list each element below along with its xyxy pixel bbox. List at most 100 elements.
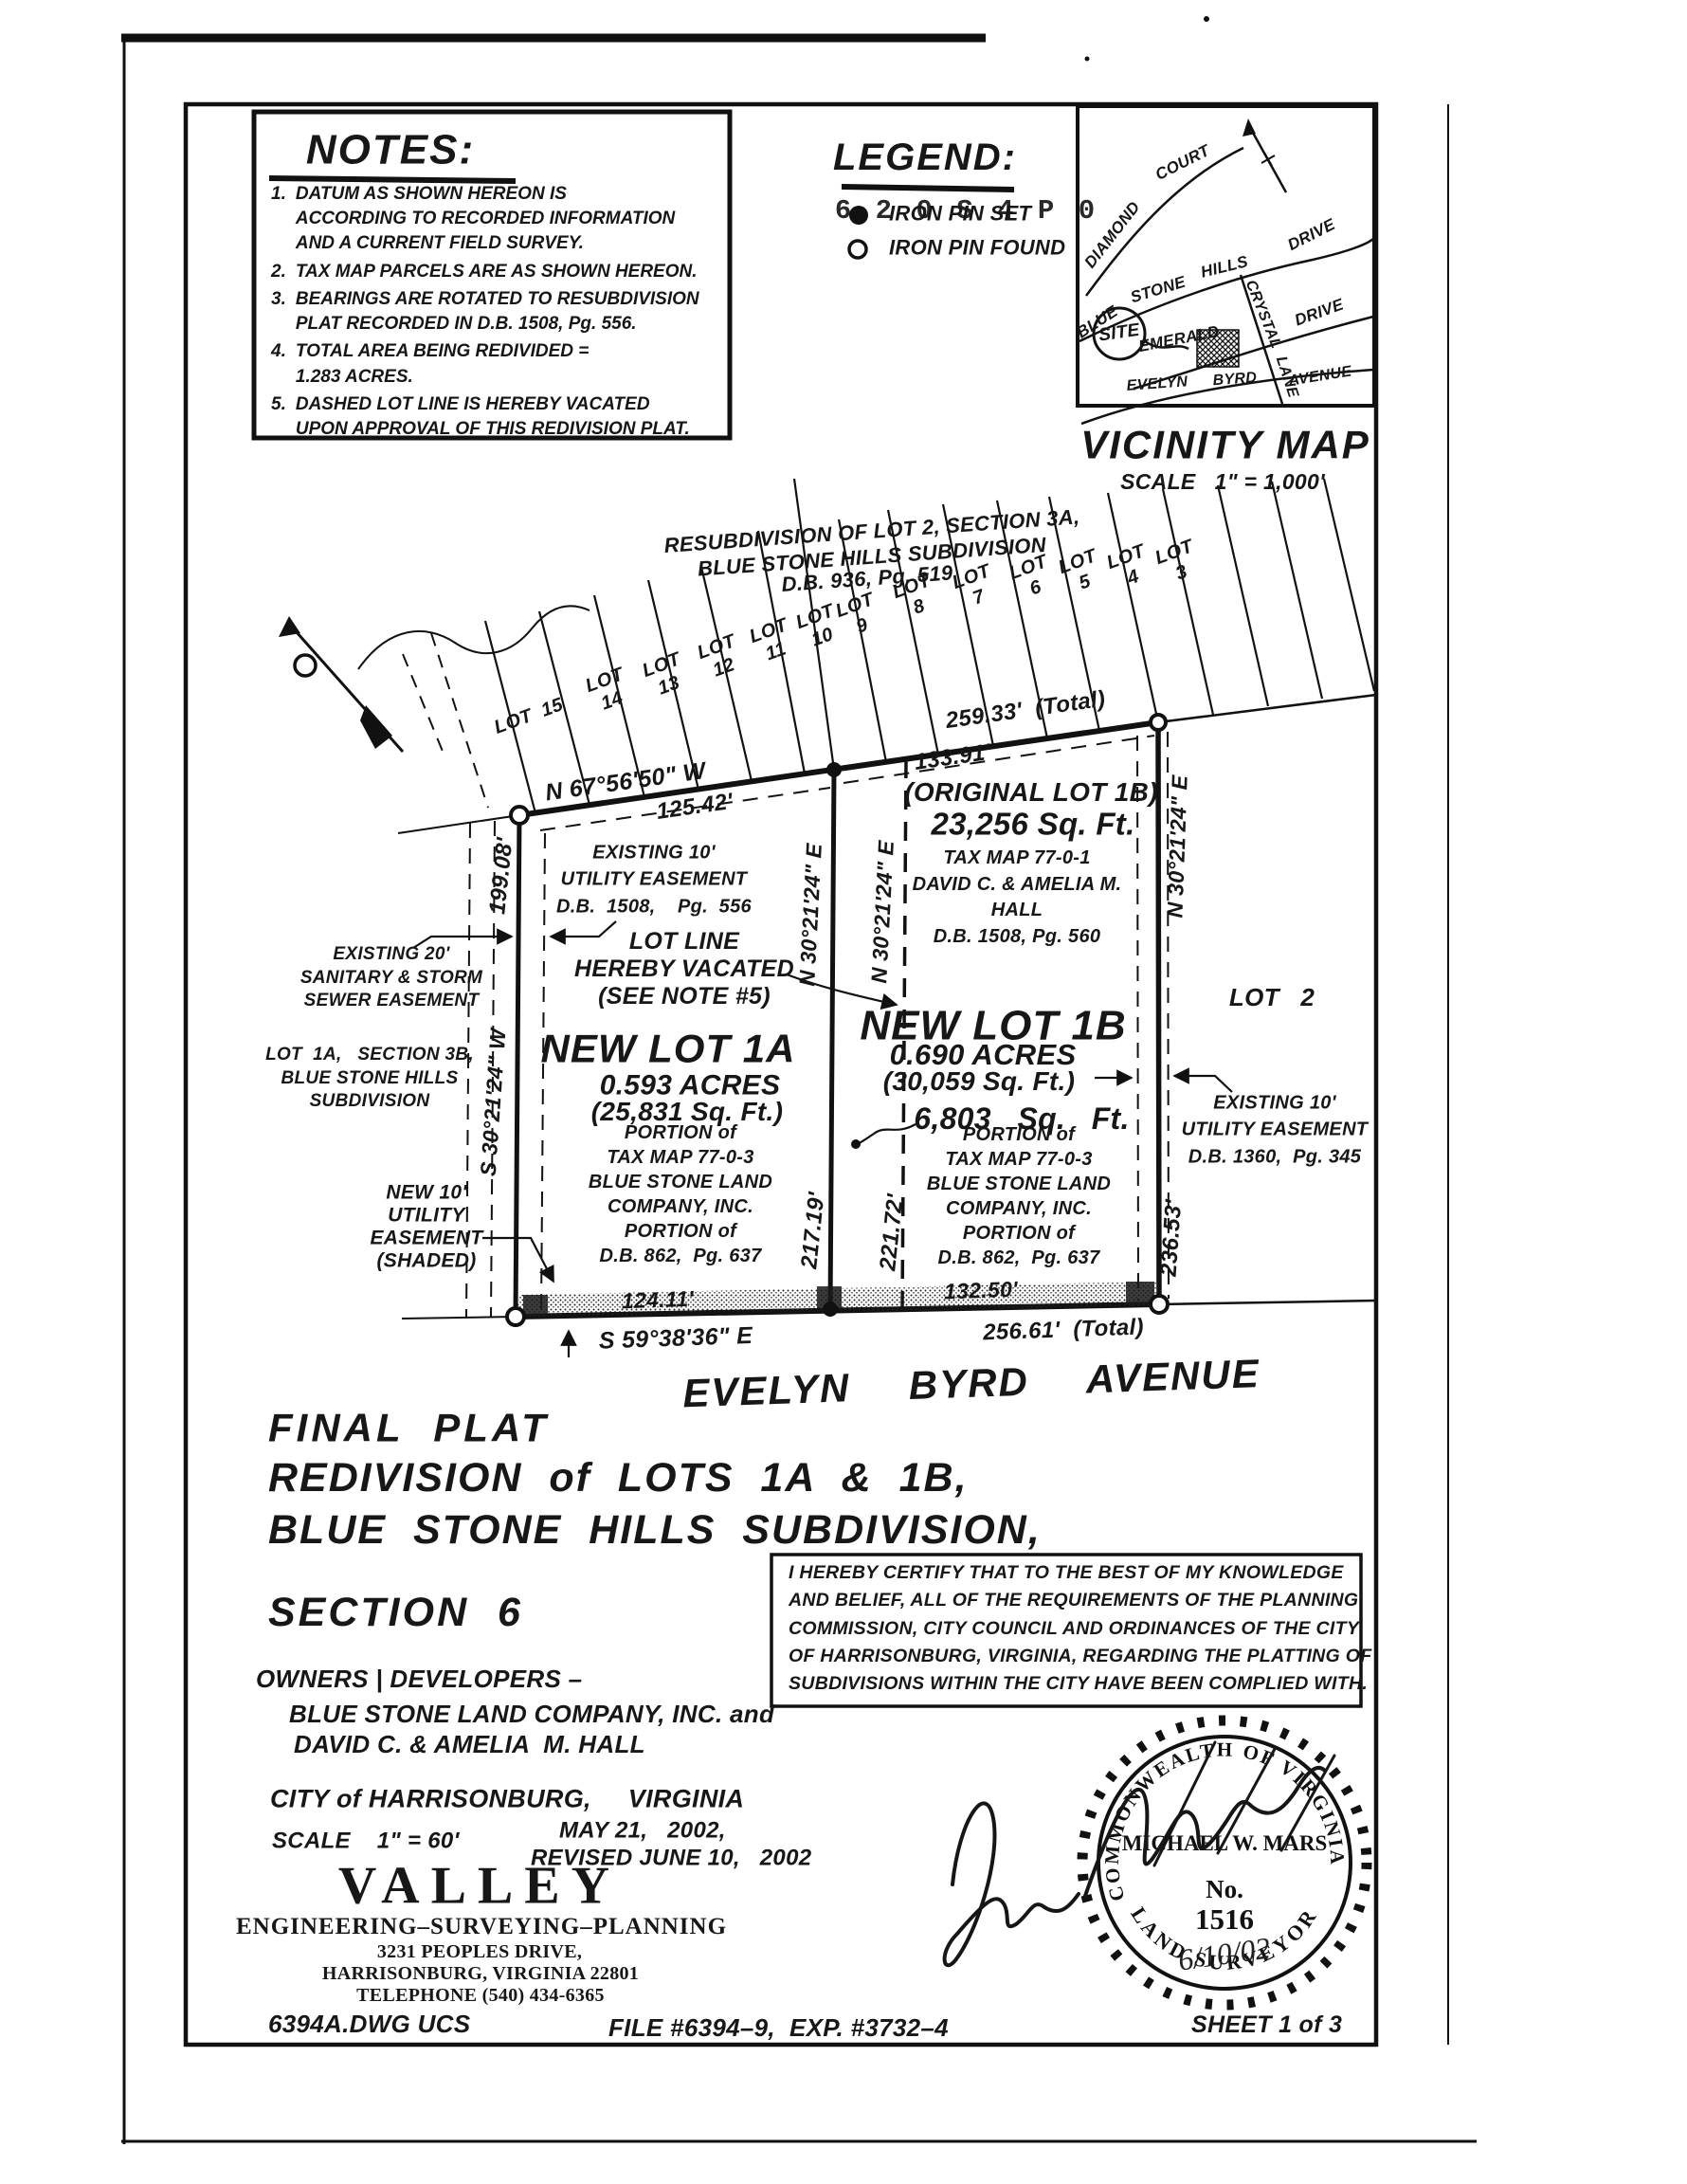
vicinity-map (1076, 104, 1376, 426)
road-label-drive-top: DRIVE (1284, 214, 1338, 255)
upper-lot-label: LOT 14 (582, 664, 626, 715)
owners-city: CITY of HARRISONBURG, VIRGINIA (270, 1784, 745, 1813)
lot1b-acres: 0.690 ACRES (889, 1037, 1077, 1071)
seal-scalloped-ring (1077, 1715, 1372, 2011)
vicinity-scale: SCALE 1" = 1,000' (1120, 469, 1325, 495)
firm-name: VALLEY (337, 1856, 622, 1916)
iron-pin-set-marker (826, 762, 842, 777)
upper-lot-label: LOT 5 (1055, 545, 1099, 594)
road-label-crystal: CRYSTAL (1242, 278, 1284, 352)
lot1b-transfer-sqft: 6,803 Sq. Ft. (914, 1101, 1130, 1137)
vacated-lot-line-note: LOT LINE HEREBY VACATED (SEE NOTE #5) (573, 927, 795, 1010)
certification-box (770, 1553, 1363, 1708)
footer-drawing-file: 6394A.DWG UCS (268, 2010, 471, 2039)
iron-pin-markers (505, 713, 1170, 1327)
new-lot-line (827, 769, 837, 1310)
notes-title-underline (268, 175, 517, 184)
footer-file-number: FILE #6394–9, EXP. #3732–4 (608, 2013, 949, 2043)
road-label-drive-lower: DRIVE (1292, 295, 1347, 330)
site-label: SITE (1097, 319, 1141, 346)
plat-date: MAY 21, 2002, (559, 1817, 726, 1844)
note-item: 5.DASHED LOT LINE IS HEREBY VACATED UPON… (271, 393, 690, 439)
upper-lot-label: LOT 13 (639, 648, 683, 700)
iron-pin-found-marker (509, 805, 530, 826)
easement-shade-dark (817, 1286, 842, 1308)
site-leader (1144, 339, 1189, 351)
original-lot1b-sqft: 23,256 Sq. Ft. (931, 806, 1135, 842)
adjacent-dashed-lines (402, 632, 489, 809)
legend-overprint-artifact: 6 2 0 S 4 P 0 (834, 195, 1099, 228)
iron-pin-found-marker (1149, 1294, 1170, 1315)
firm-address2: HARRISONBURG, VIRGINIA 22801 (321, 1963, 640, 1984)
dim-east-length: 236.53' (1155, 1198, 1188, 1278)
plat-title-line3: BLUE STONE HILLS SUBDIVISION, (268, 1507, 1042, 1554)
lot1b-title: NEW LOT 1B (860, 1002, 1127, 1049)
road-label-hills: HILLS (1199, 252, 1250, 282)
notes-box (251, 109, 733, 441)
certification-text: I HEREBY CERTIFY THAT TO THE BEST OF MY … (789, 1561, 1372, 1694)
sanitary-easement-note: EXISTING 20' SANITARY & STORM SEWER EASE… (299, 943, 483, 1011)
vicinity-box (1076, 104, 1376, 408)
legend-item-found: IRON PIN FOUND (889, 235, 1066, 260)
note-item: 2.TAX MAP PARCELS ARE AS SHOWN HEREON. (271, 261, 698, 282)
surveyor-signature (942, 1740, 1336, 1968)
contour-line (357, 605, 590, 670)
upper-lot-label: LOT 4 (1103, 540, 1148, 590)
dim-bot-seg2: 132.50' (943, 1276, 1019, 1304)
dim-vacated-line-length: 221.72' (875, 1192, 909, 1272)
road-label-emerald: EMERALD (1136, 321, 1221, 356)
road-evelyn-byrd-avenue (1080, 368, 1374, 426)
notes-title: NOTES: (305, 126, 476, 173)
easement-east-note: EXISTING 10' UTILITY EASEMENT D.B. 1360,… (1181, 1092, 1369, 1168)
plat-title-line1: FINAL PLAT (268, 1405, 550, 1450)
firm-address1: 3231 PEOPLES DRIVE, (376, 1941, 583, 1962)
road-diamond-court (1084, 146, 1244, 297)
road-emerald-drive (1133, 315, 1374, 391)
lot1a-acres: 0.593 ACRES (599, 1069, 781, 1101)
new-easement-note: NEW 10' UTILITY EASEMENT (SHADED) (370, 1181, 483, 1273)
lot1b-details: PORTION of TAX MAP 77-0-3 BLUE STONE LAN… (926, 1124, 1112, 1268)
easement-lines (465, 731, 1170, 1319)
road-label-stone: STONE (1128, 272, 1188, 307)
legend-title-underline (841, 184, 1015, 192)
dim-seg2: 133.91' (912, 738, 993, 775)
legend-symbols (841, 184, 1015, 260)
iron-pin-found-marker (505, 1306, 526, 1327)
lot1a-section-note: LOT 1A, SECTION 3B, BLUE STONE HILLS SUB… (265, 1044, 474, 1112)
footer-sheet-number: SHEET 1 of 3 (1191, 2011, 1343, 2038)
lot1a-title: NEW LOT 1A (540, 1026, 796, 1071)
upper-lot-label: LOT 7 (949, 560, 993, 610)
boundary-east (1155, 721, 1162, 1305)
north-arrow (279, 616, 405, 753)
plat-title-line4: SECTION 6 (268, 1590, 523, 1636)
lot2-label: LOT 2 (1228, 983, 1315, 1012)
vicinity-title: VICINITY MAP (1080, 422, 1370, 467)
scan-border (121, 16, 1477, 2144)
upper-lot-label: LOT 11 (746, 614, 790, 665)
seal-number: 1516 (1195, 1902, 1254, 1936)
site-circle (1092, 306, 1147, 361)
upper-lot-label: LOT 3 (1152, 536, 1196, 585)
owners-line2: DAVID C. & AMELIA M. HALL (294, 1730, 645, 1759)
bearing-south-line: S 59°38'36" E (598, 1321, 753, 1355)
boundary-west (513, 814, 522, 1318)
lot1b-sqft: (30,059 Sq. Ft.) (882, 1065, 1076, 1096)
road-crystal-lane (1239, 274, 1284, 405)
road-label-byrd: BYRD (1212, 370, 1258, 390)
lot-strip-lines (483, 478, 1376, 814)
dim-new-lot-line-length: 217.19' (796, 1191, 830, 1270)
note-item: 3.BEARINGS ARE ROTATED TO RESUBDIVISION … (271, 288, 699, 335)
dim-top-total: 259.33' (Total) (944, 685, 1107, 735)
dim-west-length: 199.08' (484, 836, 518, 916)
legend-item-set: IRON PIN SET (889, 201, 1032, 226)
bearing-vacated-line: N 30°21'24" E (866, 839, 898, 985)
drawing-scale: SCALE 1" = 60' (272, 1828, 460, 1854)
note-item: 1.DATUM AS SHOWN HEREON IS ACCORDING TO … (271, 184, 676, 254)
lot1a-details: PORTION of TAX MAP 77-0-3 BLUE STONE LAN… (588, 1122, 773, 1266)
transfer-area-point (851, 1139, 861, 1149)
road-label-avenue: AVENUE (1287, 363, 1353, 390)
iron-pin-found-icon (847, 239, 868, 260)
original-lot1b-details: TAX MAP 77-0-1 DAVID C. & AMELIA M. HALL… (912, 846, 1122, 947)
